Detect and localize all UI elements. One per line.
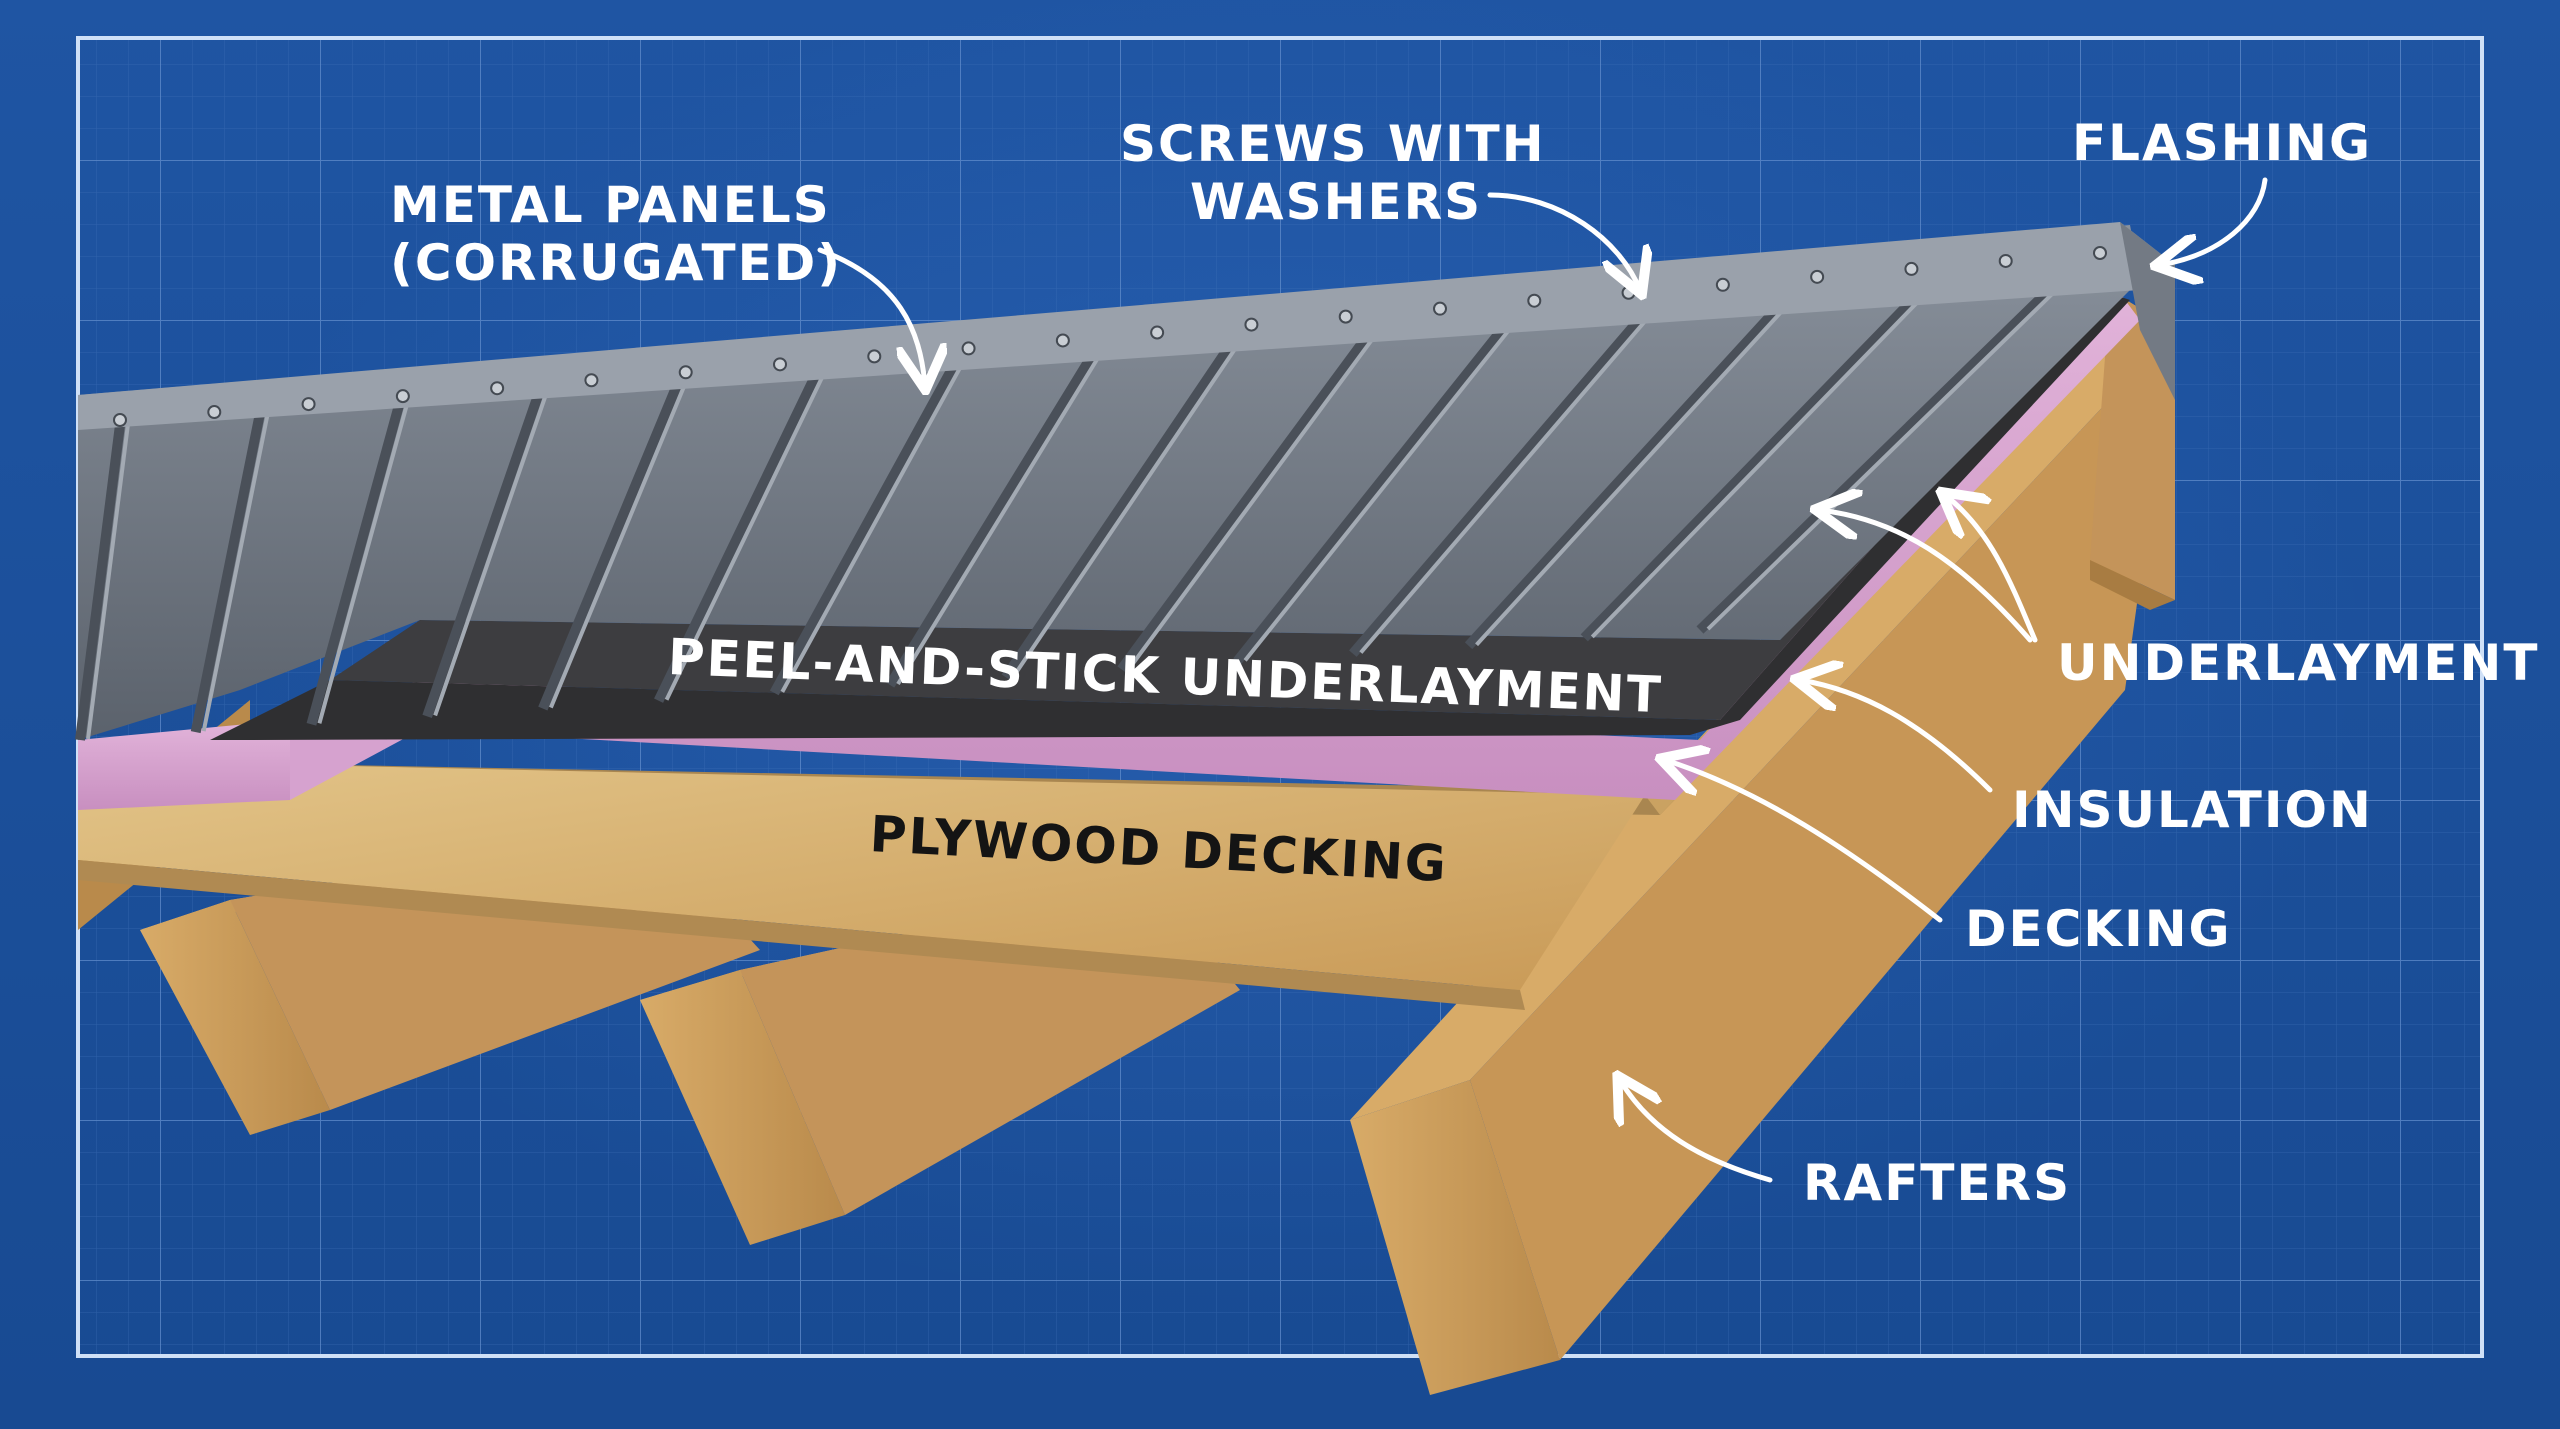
panel-rib (885, 339, 1105, 688)
screw-with-washer (867, 349, 882, 364)
panel-rib-highlight (1243, 304, 1530, 662)
screw-with-washer (1715, 277, 1730, 292)
screw-with-washer (395, 389, 410, 404)
underlayment-arrow-2 (1945, 495, 2038, 643)
underlayment-label: UNDERLAYMENT (2057, 634, 2539, 692)
panel-ribs (75, 256, 2090, 741)
panel-rib-highlight (1590, 269, 1950, 639)
panel-rib (654, 363, 825, 703)
screws-arrow (1487, 192, 1640, 290)
screw-with-washer (207, 405, 222, 420)
panel-rib-highlight (86, 423, 130, 740)
callout-arrows (817, 177, 2268, 1183)
screw-with-washer (678, 365, 693, 380)
decking-arrow (1665, 760, 1943, 923)
screw-with-washer (1433, 301, 1447, 316)
screw-with-washer (1055, 333, 1070, 348)
panel-rib (190, 412, 265, 734)
panel-rib (1349, 292, 1664, 657)
screw-with-washer (1527, 293, 1542, 308)
screw-with-washer (1244, 317, 1259, 332)
panel-rib-highlight (549, 376, 690, 709)
panel-rib-highlight (317, 399, 410, 724)
panel-rib (422, 388, 545, 719)
panel-rib (538, 375, 685, 711)
screw-with-washer (773, 357, 787, 372)
panel-rib-highlight (780, 352, 970, 693)
panel-rib-highlight (1359, 293, 1670, 654)
screw-with-washer (1338, 309, 1353, 324)
screw-with-washer (1998, 253, 2013, 268)
underlayment-arrow-1 (1820, 510, 2033, 643)
screw-with-washer (584, 373, 599, 388)
screws-label-line2: WASHERS (1190, 173, 1483, 231)
screw-with-washer (490, 381, 505, 396)
insulation-label-text: INSULATION (2012, 781, 2373, 839)
panel-rib (769, 351, 965, 696)
panel-rib (1580, 268, 1944, 642)
screw-with-washer (1150, 325, 1165, 340)
metal-panels-label: METAL PANELS (CORRUGATED) (390, 176, 842, 292)
panel-rib (1696, 256, 2084, 634)
underlayment-label-text: UNDERLAYMENT (2057, 634, 2540, 692)
flashing-label-text: FLASHING (2072, 114, 2373, 172)
panel-rib-highlight (433, 387, 550, 717)
panel-rib-highlight (1012, 328, 1250, 678)
panel-rib-highlight (664, 364, 830, 701)
screw-with-washer (1904, 261, 1919, 276)
panel-rib (1464, 280, 1804, 650)
panel-rib (1001, 327, 1245, 680)
screw-with-washer (961, 341, 976, 356)
screws (113, 246, 2107, 427)
flashing-label: FLASHING (2072, 114, 2372, 172)
panel-rib (306, 400, 405, 726)
underlayment-layer (210, 290, 2130, 740)
panel-rib (1117, 315, 1385, 673)
panel-rib (1233, 304, 1524, 665)
screw-with-washer (113, 413, 127, 427)
rafters-arrow (1620, 1080, 1773, 1183)
metal-panels-arrow (817, 247, 925, 385)
screw-with-washer (1621, 285, 1636, 300)
screw-with-washer (2093, 246, 2107, 260)
rafters-label: RAFTERS (1803, 1154, 2071, 1212)
screw-with-washer (1810, 269, 1825, 284)
screws-label: SCREWS WITH WASHERS (1120, 115, 1546, 231)
rafters-label-text: RAFTERS (1803, 1154, 2072, 1212)
screws-label-line1: SCREWS WITH (1120, 115, 1546, 173)
panel-rib-highlight (1475, 281, 1810, 647)
panel-rib-highlight (201, 411, 270, 732)
panel-rib-highlight (1706, 257, 2090, 631)
decking-label: DECKING (1965, 900, 2232, 958)
flashing-arrow (2160, 177, 2268, 265)
insulation-label: INSULATION (2012, 781, 2373, 839)
metal-panels-label-line2: (CORRUGATED) (390, 234, 843, 292)
metal-panels-label-line1: METAL PANELS (390, 176, 831, 234)
panel-rib (75, 424, 125, 741)
panel-rib-highlight (896, 340, 1110, 686)
screw-with-washer (301, 397, 316, 412)
panel-rib-highlight (1127, 316, 1390, 670)
decking-label-text: DECKING (1965, 900, 2232, 958)
insulation-arrow (1800, 680, 1993, 793)
